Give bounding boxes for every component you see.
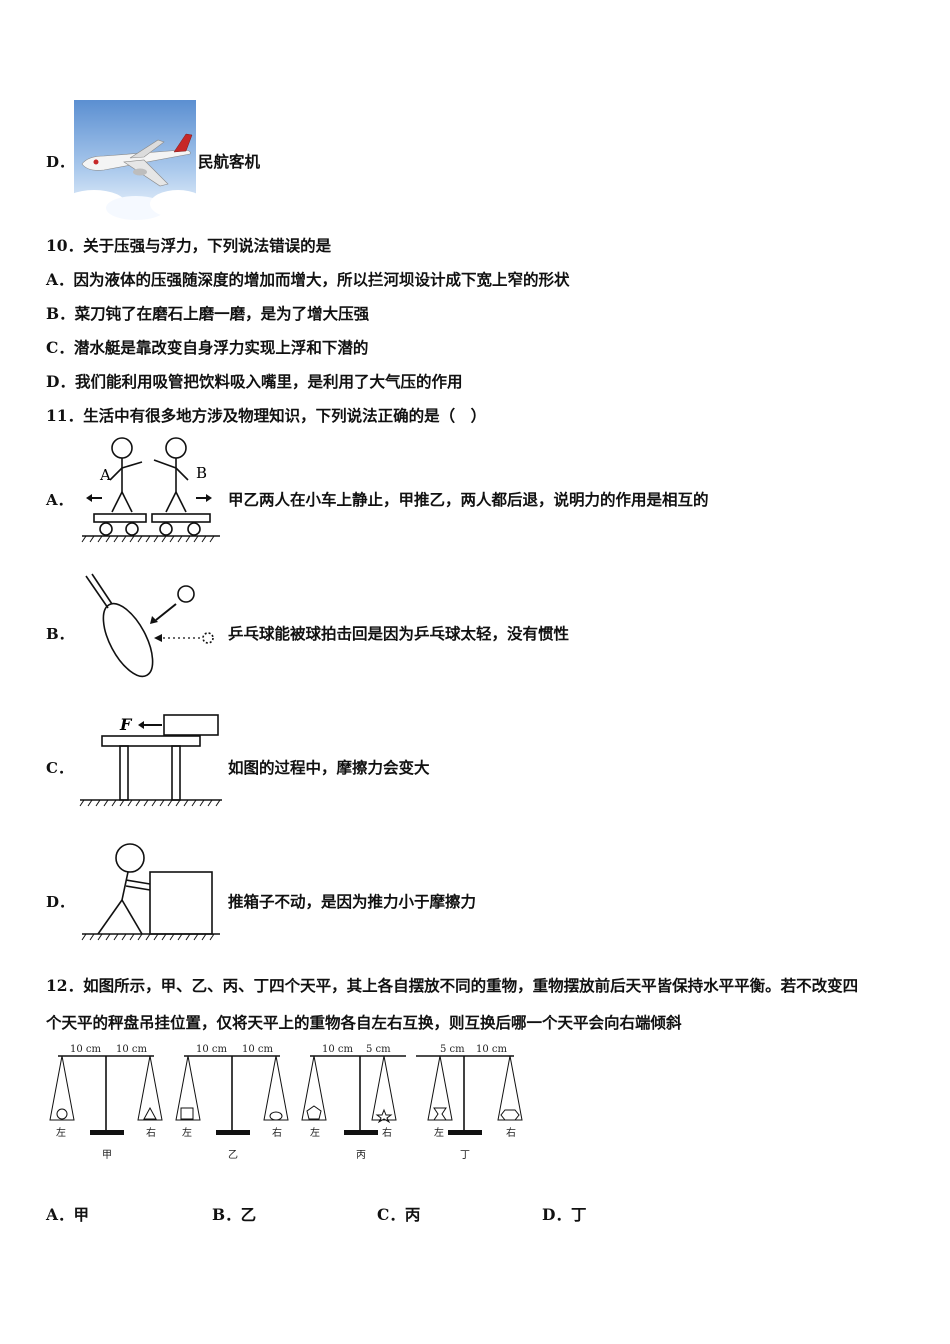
- q10-option-a: A．因为液体的压强随深度的增加而增大，所以拦河坝设计成下宽上窄的形状: [46, 270, 570, 289]
- yi-left-label: 左: [182, 1126, 192, 1139]
- balance-ding: 5 cm 10 cm 左 右 丁: [416, 1044, 523, 1161]
- jia-left-arm: 10 cm: [70, 1044, 102, 1055]
- yi-right-label: 右: [272, 1126, 282, 1139]
- q9-option-d-text: 民航客机: [198, 152, 261, 171]
- ding-right-arm: 10 cm: [476, 1044, 508, 1055]
- q12-stem-line2: 个天平的秤盘吊挂位置，仅将天平上的重物各自左右互换，则互换后哪一个天平会向右端倾…: [46, 1013, 682, 1032]
- balance-yi: 10 cm 10 cm 左 右 乙: [175, 1044, 289, 1161]
- ding-name: 丁: [460, 1150, 470, 1161]
- q10-option-d: D．我们能利用吸管把饮料吸入嘴里，是利用了大气压的作用: [46, 372, 463, 391]
- push-box-figure: [81, 843, 220, 941]
- balance-bing: 10 cm 5 cm 左 右 丙: [301, 1044, 406, 1161]
- ding-left-label: 左: [434, 1126, 444, 1139]
- q12-option-c: C．丙: [377, 1205, 421, 1224]
- q9-option-d-label: D．: [46, 153, 75, 171]
- q11-option-d-text: 推箱子不动，是因为推力小于摩擦力: [228, 892, 477, 911]
- q11-option-b-text: 乒乓球能被球拍击回是因为乒乓球太轻，没有惯性: [228, 624, 570, 643]
- q12-option-b: B．乙: [212, 1205, 257, 1224]
- bing-name: 丙: [356, 1150, 366, 1161]
- table-friction-figure: F: [79, 714, 222, 807]
- ping-pong-paddle-figure: [85, 573, 214, 678]
- jia-right-arm: 10 cm: [116, 1044, 148, 1055]
- q10-option-c: C．潜水艇是靠改变自身浮力实现上浮和下潜的: [46, 338, 369, 357]
- yi-name: 乙: [228, 1149, 238, 1161]
- yi-right-arm: 10 cm: [242, 1044, 274, 1055]
- bing-right-arm: 5 cm: [366, 1044, 391, 1055]
- force-label: F: [119, 715, 133, 734]
- q11-stem: 11．生活中有很多地方涉及物理知识，下列说法正确的是（ ）: [46, 406, 487, 425]
- bing-left-label: 左: [310, 1126, 320, 1139]
- q10-stem: 10．关于压强与浮力，下列说法错误的是: [46, 236, 332, 255]
- bing-right-label: 右: [382, 1126, 392, 1139]
- balance-jia: 10 cm 10 cm 左 右 甲: [49, 1044, 163, 1161]
- q11-option-c-label: C．: [46, 759, 73, 777]
- q11-option-d-label: D．: [46, 893, 75, 911]
- airplane-image: [62, 100, 206, 220]
- jia-right-label: 右: [146, 1126, 156, 1139]
- person-a-letter: A: [99, 466, 111, 484]
- ding-left-arm: 5 cm: [440, 1044, 465, 1055]
- yi-left-arm: 10 cm: [196, 1044, 228, 1055]
- q11-option-a-text: 甲乙两人在小车上静止，甲推乙，两人都后退，说明力的作用是相互的: [228, 490, 709, 509]
- q11-option-a-label: A．: [46, 491, 73, 509]
- balances-figure: 10 cm 10 cm 左 右 甲 10 cm 10 cm 左 右 乙: [49, 1044, 523, 1161]
- q11-option-c-text: 如图的过程中，摩擦力会变大: [228, 758, 430, 777]
- ding-right-label: 右: [506, 1126, 516, 1139]
- jia-left-label: 左: [56, 1126, 66, 1139]
- carts-push-figure: A B: [81, 437, 220, 543]
- person-b-letter: B: [196, 464, 207, 482]
- q12-stem-line1: 12．如图所示，甲、乙、丙、丁四个天平，其上各自摆放不同的重物，重物摆放前后天平…: [46, 976, 859, 995]
- q12-option-a: A．甲: [46, 1205, 90, 1224]
- q12-option-d: D．丁: [542, 1205, 587, 1224]
- q11-option-b-label: B．: [46, 625, 74, 643]
- q10-option-b: B．菜刀钝了在磨石上磨一磨，是为了增大压强: [46, 304, 370, 323]
- jia-name: 甲: [102, 1150, 112, 1161]
- bing-left-arm: 10 cm: [322, 1044, 354, 1055]
